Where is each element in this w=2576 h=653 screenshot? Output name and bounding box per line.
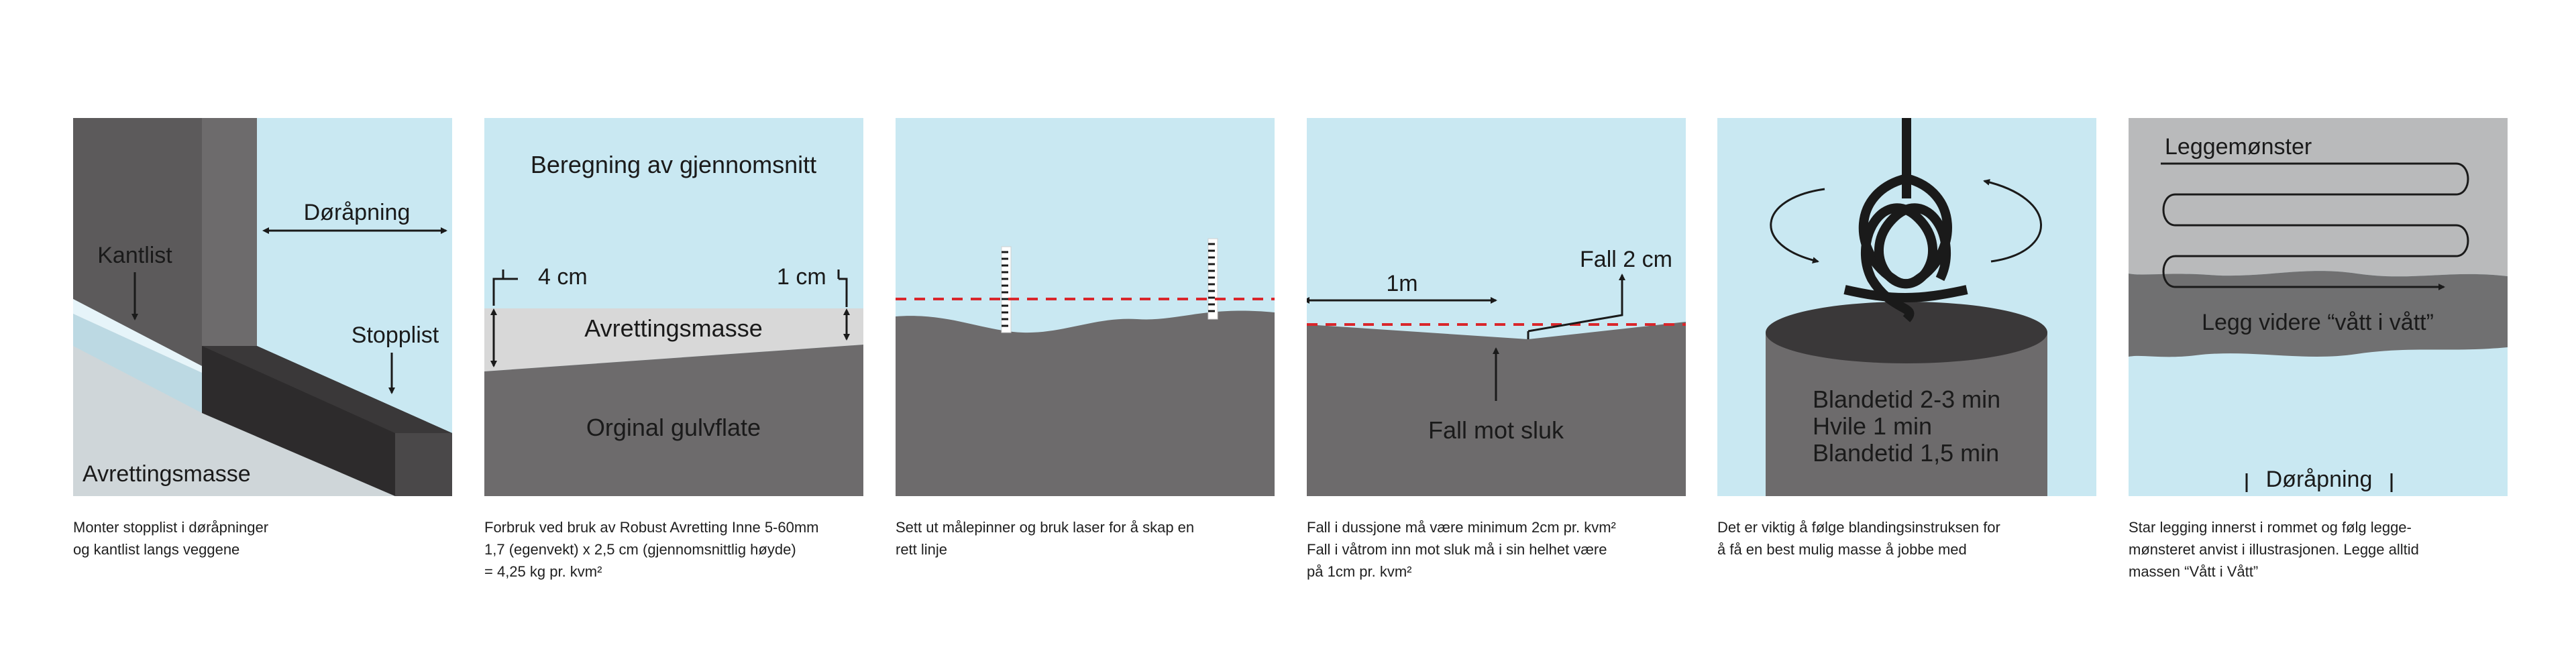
- caption-line: Fall i dussjone må være minimum 2cm pr. …: [1307, 519, 1616, 536]
- label-continue: Legg videre “vått i vått”: [2202, 310, 2434, 335]
- caption-line: Forbruk ved bruk av Robust Avretting Inn…: [484, 519, 819, 536]
- caption-line: Sett ut målepinner og bruk laser for å s…: [896, 519, 1195, 536]
- caption-line: 1,7 (egenvekt) x 2,5 cm (gjennomsnittlig…: [484, 541, 796, 558]
- panel-mixing: Blandetid 2-3 min Hvile 1 min Blandetid …: [1717, 118, 2096, 496]
- label-edge-strip: Kantlist: [97, 243, 172, 268]
- panel-average-calculation: Beregning av gjennomsnitt 4 cm 1 cm Avre…: [484, 118, 863, 496]
- caption-line: Star legging innerst i rommet og følg le…: [2129, 519, 2412, 536]
- label-stop-strip: Stopplist: [352, 322, 439, 348]
- label-drain: Fall mot sluk: [1428, 416, 1564, 444]
- measuring-pins-illustration: [896, 118, 1275, 496]
- caption-line: massen “Vått i Vått”: [2129, 563, 2259, 580]
- label-mix-time-2: Blandetid 1,5 min: [1813, 439, 1999, 467]
- caption-laying-pattern: Star legging innerst i rommet og følg le…: [2129, 516, 2531, 583]
- caption-mixing: Det er viktig å følge blandingsinstrukse…: [1717, 516, 2120, 560]
- caption-line: på 1cm pr. kvm²: [1307, 563, 1412, 580]
- panel-stop-strip: Døråpning Kantlist Stopplist Avrettingsm…: [73, 118, 452, 496]
- caption-measuring-pins: Sett ut målepinner og bruk laser for å s…: [896, 516, 1298, 560]
- panel-drainage-fall: 1m Fall 2 cm Fall mot sluk: [1307, 118, 1686, 496]
- laying-pattern-illustration: Leggemønster Legg videre “vått i vått” D…: [2129, 118, 2508, 496]
- caption-average-calculation: Forbruk ved bruk av Robust Avretting Inn…: [484, 516, 887, 583]
- caption-line: rett linje: [896, 541, 948, 558]
- panel-measuring-pins: [896, 118, 1275, 496]
- caption-line: å få en best mulig masse å jobbe med: [1717, 541, 1967, 558]
- label-rest: Hvile 1 min: [1813, 412, 1932, 440]
- label-doorway: Døråpning: [304, 200, 411, 225]
- label-right-depth: 1 cm: [777, 264, 826, 290]
- caption-line: Monter stopplist i døråpninger: [73, 519, 269, 536]
- label-title: Beregning av gjennomsnitt: [531, 151, 816, 178]
- caption-line: Det er viktig å følge blandingsinstrukse…: [1717, 519, 2000, 536]
- label-pattern: Leggemønster: [2165, 134, 2312, 160]
- label-mix-time-1: Blandetid 2-3 min: [1813, 385, 2000, 413]
- mixing-illustration: Blandetid 2-3 min Hvile 1 min Blandetid …: [1717, 118, 2096, 496]
- drainage-fall-illustration: 1m Fall 2 cm Fall mot sluk: [1307, 118, 1686, 496]
- caption-line: mønsteret anvist i illustrasjonen. Legge…: [2129, 541, 2419, 558]
- label-left-depth: 4 cm: [538, 264, 588, 290]
- label-compound: Avrettingsmasse: [83, 461, 251, 487]
- label-distance: 1m: [1386, 271, 1417, 296]
- panel-laying-pattern: Leggemønster Legg videre “vått i vått” D…: [2129, 118, 2508, 496]
- caption-line: = 4,25 kg pr. kvm²: [484, 563, 602, 580]
- label-original-floor: Orginal gulvflate: [586, 414, 761, 441]
- caption-drainage-fall: Fall i dussjone må være minimum 2cm pr. …: [1307, 516, 1709, 583]
- average-calculation-illustration: Beregning av gjennomsnitt 4 cm 1 cm Avre…: [484, 118, 863, 496]
- label-fall: Fall 2 cm: [1580, 247, 1672, 272]
- label-doorway: Døråpning: [2266, 467, 2373, 492]
- caption-line: Fall i våtrom inn mot sluk må i sin helh…: [1307, 541, 1607, 558]
- caption-stop-strip: Monter stopplist i døråpninger og kantli…: [73, 516, 476, 560]
- label-compound: Avrettingsmasse: [584, 314, 762, 342]
- stop-strip-illustration: Døråpning Kantlist Stopplist Avrettingsm…: [73, 118, 452, 496]
- caption-line: og kantlist langs veggene: [73, 541, 240, 558]
